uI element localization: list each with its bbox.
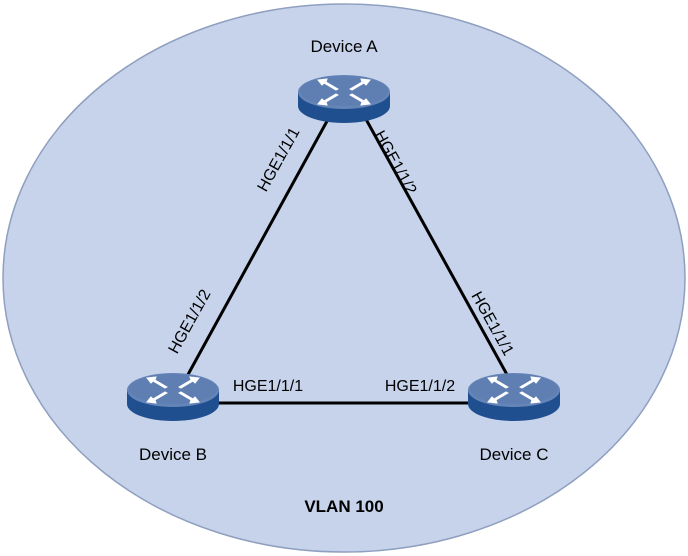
vlan-label: VLAN 100 (304, 497, 383, 516)
device-c[interactable]: Device C (467, 372, 561, 464)
link-a-b (183, 111, 334, 381)
device-a-label: Device A (310, 37, 378, 56)
port-label-b-to-c: HGE1/1/1 (233, 378, 303, 395)
router-icon (126, 372, 220, 422)
router-icon (297, 74, 391, 124)
router-icon (467, 372, 561, 422)
device-b-label: Device B (139, 445, 207, 464)
port-label-c-to-b: HGE1/1/2 (385, 378, 455, 395)
device-a[interactable]: Device A (297, 37, 391, 124)
device-c-label: Device C (480, 445, 549, 464)
link-a-c (360, 111, 512, 381)
device-b[interactable]: Device B (126, 372, 220, 464)
